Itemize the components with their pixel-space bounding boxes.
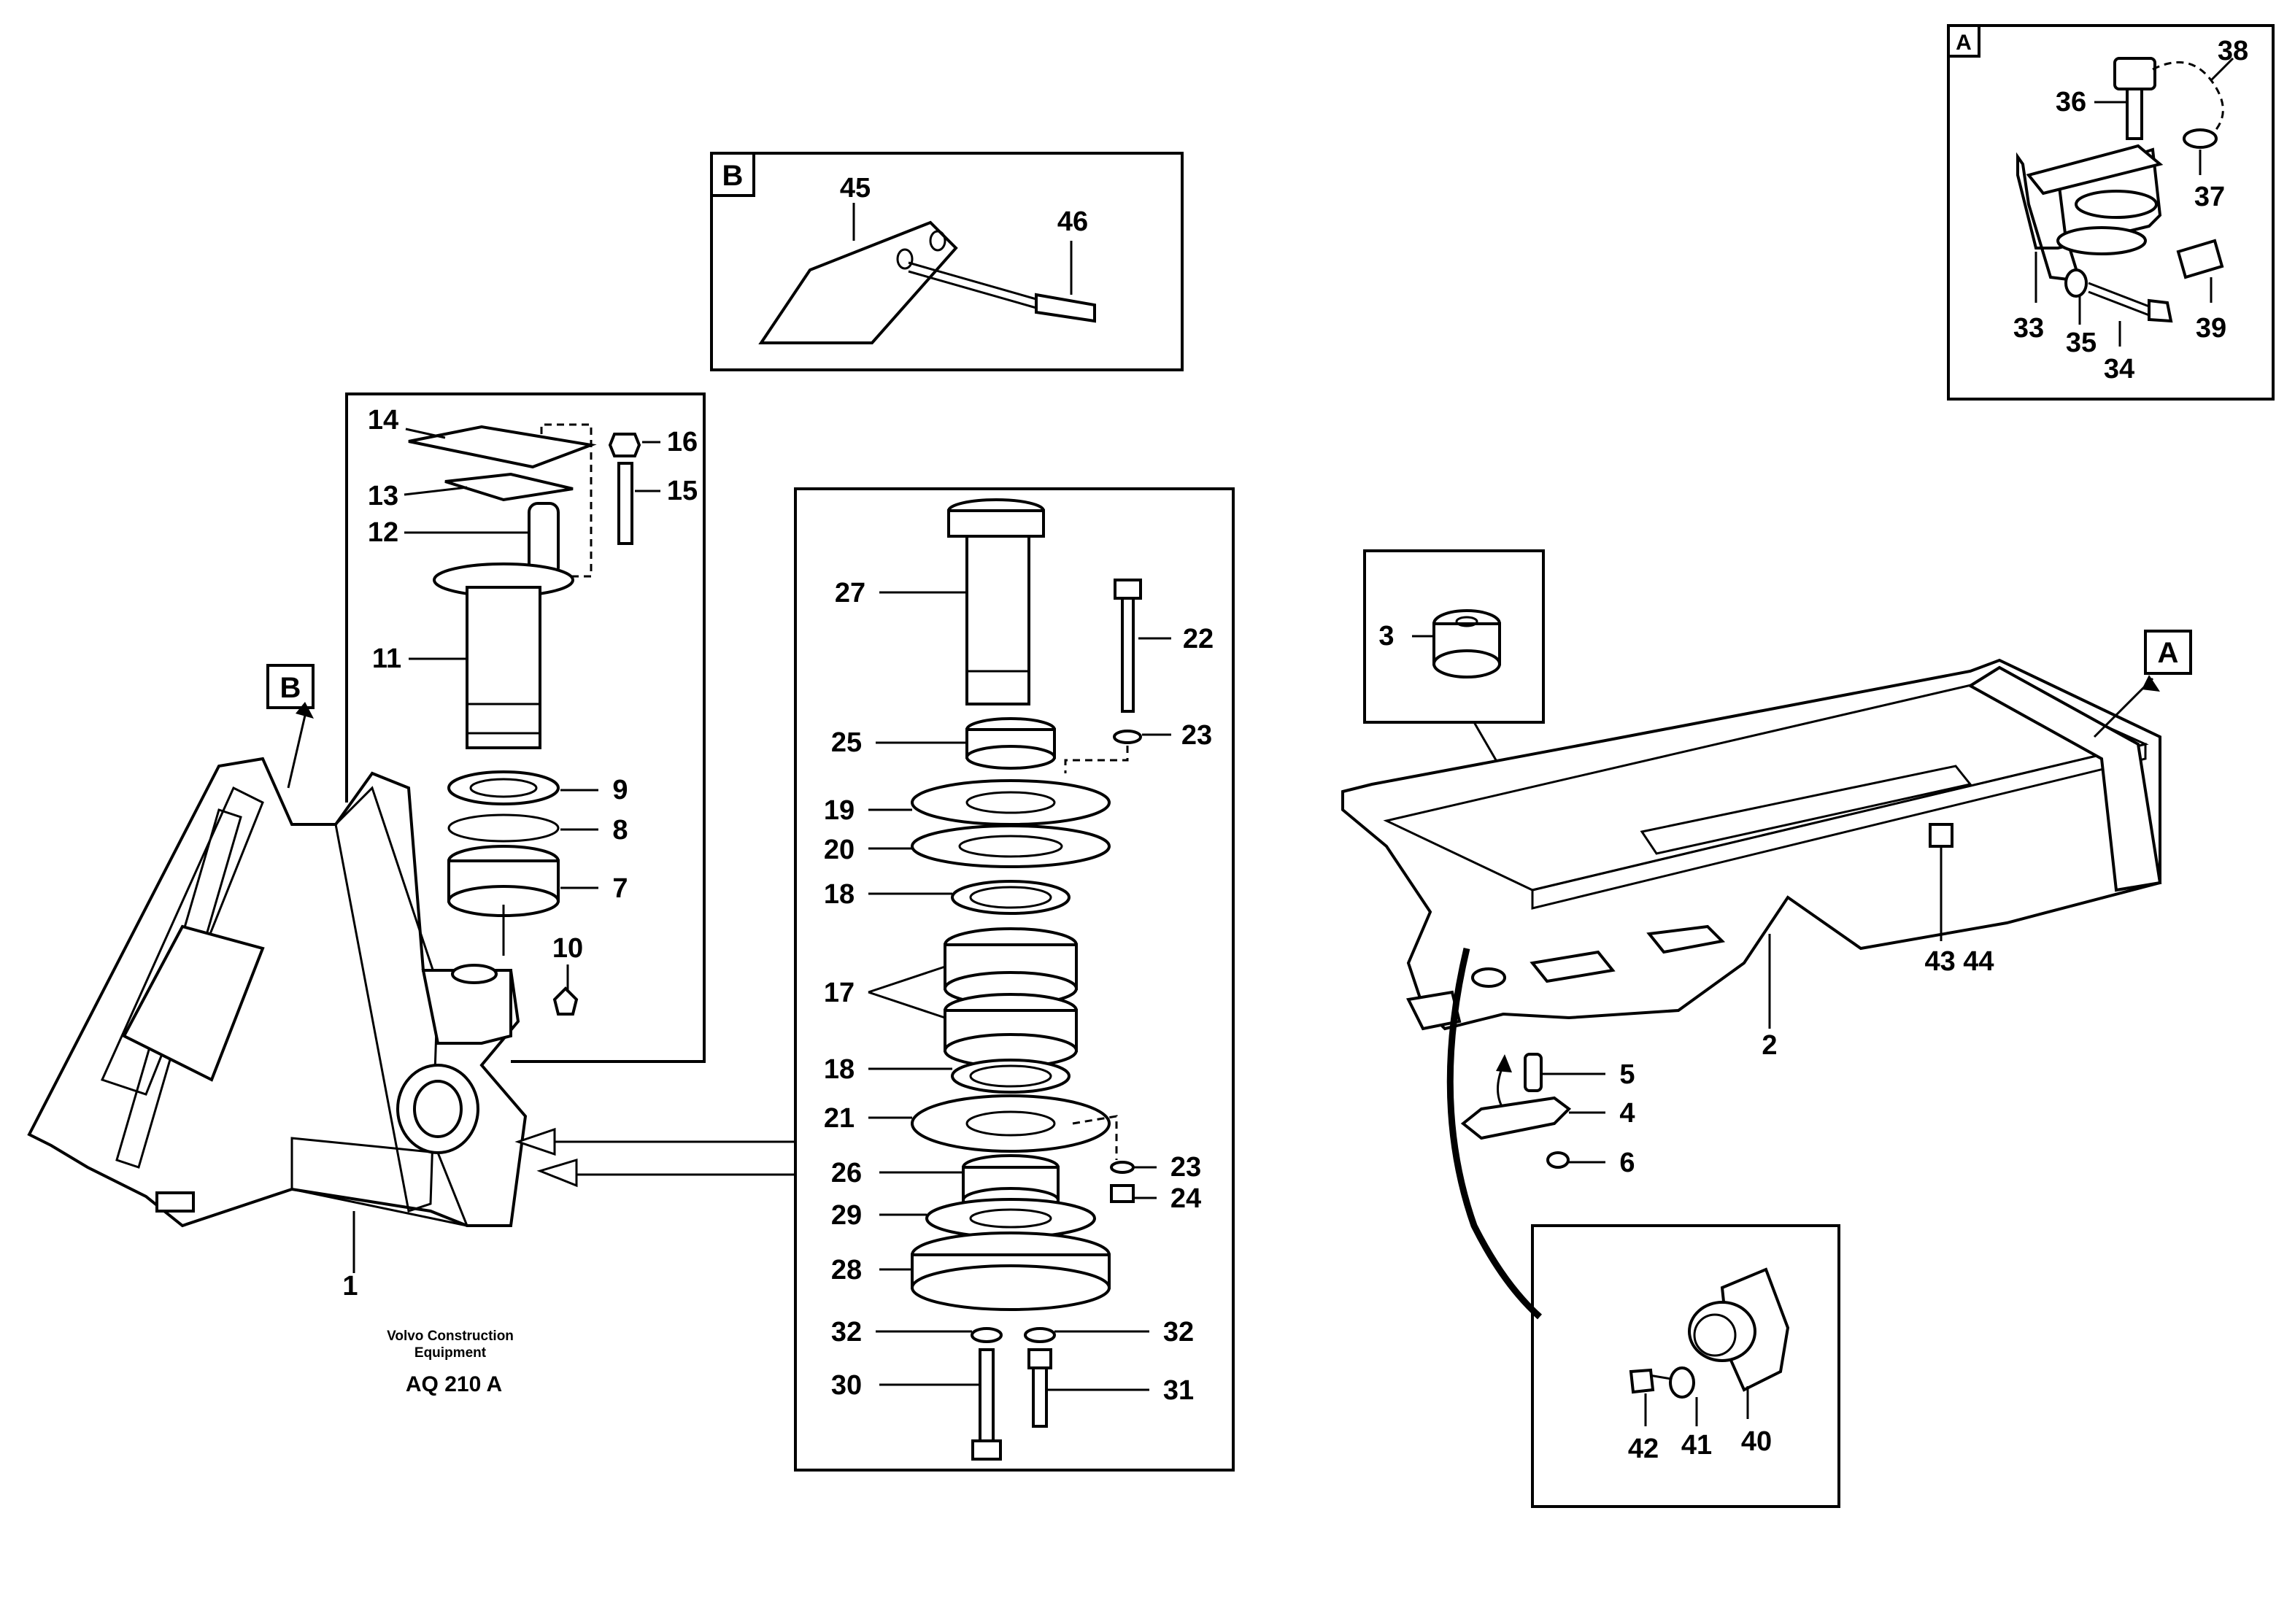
label-18-lower: 18 [824,1054,855,1085]
frame-detail-a-marker: A [2158,637,2179,669]
label-4: 4 [1619,1098,1635,1129]
clip-37 [2183,128,2218,149]
label-37: 37 [2194,182,2225,212]
label-20: 20 [824,835,855,865]
label-32-left: 32 [831,1317,862,1347]
washer-23-lower [1110,1161,1135,1174]
shim-20 [911,824,1111,868]
bolt-31 [1032,1366,1048,1428]
circlip-8 [447,813,560,843]
label-29: 29 [831,1200,862,1231]
drawing-code: AQ 210 A [406,1372,502,1396]
label-15: 15 [667,476,698,506]
shaft-27 [965,535,1030,705]
label-1: 1 [342,1271,358,1302]
label-6: 6 [1619,1148,1635,1178]
label-26: 26 [831,1158,862,1188]
frame-detail-b-marker: B [280,672,301,704]
label-24: 24 [1170,1183,1201,1214]
label-38: 38 [2218,36,2248,66]
footer-block: Volvo Construction Equipment AQ 210 A [387,1329,514,1396]
label-43-44: 43 44 [1924,946,1994,977]
connector-inset: 42 41 40 [1531,1224,1840,1508]
label-39: 39 [2196,313,2226,344]
plate-39 [2176,239,2224,279]
label-5: 5 [1619,1059,1635,1090]
plate-45 [758,220,958,344]
company-line-2: Equipment [414,1345,487,1361]
rear-frame-2: 3 2 43 44 A 5 4 6 [1341,549,2192,1320]
label-23-lower: 23 [1170,1152,1201,1183]
bolt-34 [2148,298,2173,323]
label-11: 11 [372,643,401,674]
label-3: 3 [1378,621,1394,651]
detail-a-inset: A 36 38 37 33 35 34 39 [1947,24,2275,401]
label-13: 13 [368,481,398,511]
label-21: 21 [824,1103,855,1134]
label-10: 10 [552,933,583,964]
label-18-upper: 18 [824,879,855,910]
king-pin-11 [466,586,541,749]
stud-15 [617,462,633,545]
label-31: 31 [1163,1375,1194,1406]
label-7: 7 [612,873,628,904]
label-22: 22 [1183,624,1214,654]
label-40: 40 [1741,1426,1772,1457]
upper-pin-assembly-box: 14 13 12 11 16 15 9 8 7 10 [345,393,706,1063]
company-line-1: Volvo Construction [387,1329,514,1344]
front-frame-1: 1 B [27,664,528,1302]
label-12: 12 [368,517,398,548]
washer-23-upper [1113,730,1142,744]
label-27: 27 [835,578,865,608]
pin-36 [2126,86,2143,140]
bolt-30 [979,1348,995,1442]
label-16: 16 [667,427,698,457]
label-2: 2 [1762,1030,1777,1061]
label-46: 46 [1057,206,1088,237]
label-25: 25 [831,727,862,758]
label-41: 41 [1681,1430,1712,1461]
label-35: 35 [2066,328,2097,358]
flange-19 [911,779,1111,826]
label-33: 33 [2013,313,2044,344]
label-30: 30 [831,1370,862,1401]
nut-24 [1110,1184,1135,1203]
bolt-42 [1629,1368,1655,1394]
detail-b-letter: B [722,160,744,192]
screw-6 [1546,1151,1570,1169]
flange-21 [911,1094,1111,1153]
bolt-22 [1121,597,1135,713]
central-bearing-assembly-box: 27 22 23 25 19 20 18 17 18 21 23 24 26 2… [794,487,1235,1472]
label-17: 17 [824,978,855,1008]
washer-35 [2064,268,2088,298]
label-36: 36 [2056,87,2086,117]
grease-nipple-10 [552,986,579,1016]
label-45: 45 [840,173,871,204]
strap-13 [444,472,574,502]
label-32-right: 32 [1163,1317,1194,1347]
assembly-arrows [514,1127,795,1188]
link-4 [1460,1096,1572,1140]
label-42: 42 [1628,1434,1659,1464]
pin-5 [1524,1053,1543,1092]
seal-9 [447,770,560,805]
label-23-upper: 23 [1181,720,1212,751]
label-9: 9 [612,775,628,805]
label-28: 28 [831,1255,862,1285]
washer-32-left [971,1327,1003,1343]
label-8: 8 [612,815,628,846]
label-34: 34 [2104,354,2134,384]
washer-41 [1669,1366,1695,1399]
nut-16 [608,433,641,457]
cover-plate-14 [408,425,597,469]
pin-46 [1035,293,1096,323]
washer-32-right [1024,1327,1056,1343]
label-14: 14 [368,405,398,436]
detail-b-inset: B 45 46 [710,152,1184,371]
detail-a-letter: A [1956,31,1972,55]
label-19: 19 [824,795,855,826]
